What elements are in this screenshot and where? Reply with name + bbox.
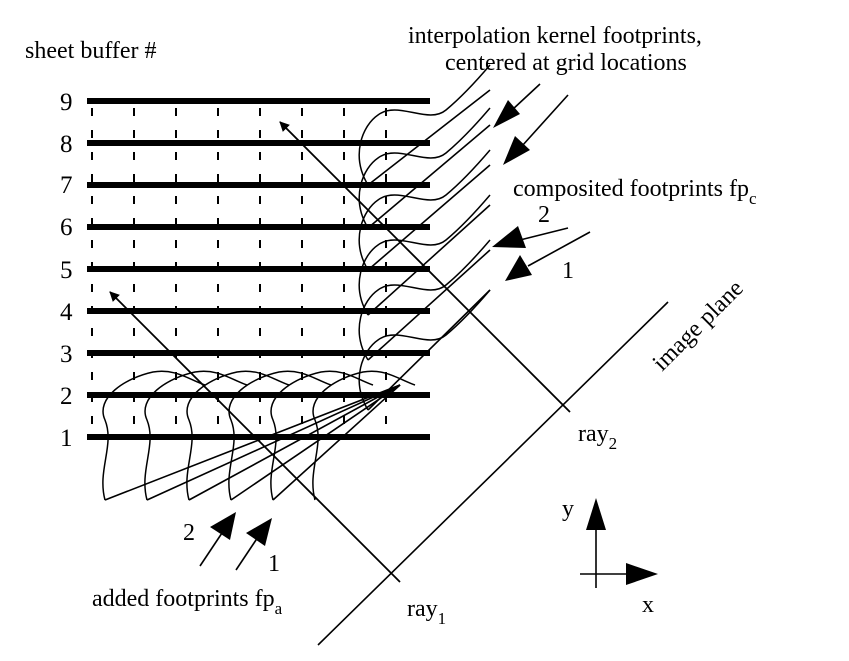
x-axis-label: x <box>642 592 654 618</box>
added-label-main: added footprints fp <box>92 586 275 612</box>
composited-num-2: 2 <box>538 202 550 228</box>
added-footprint-curve <box>102 370 206 501</box>
sheet-number-labels: 9 8 7 6 5 4 3 2 1 <box>60 89 73 452</box>
added-footprint-curve <box>228 370 332 501</box>
footprint-baseline <box>230 384 401 501</box>
ray1-label-sub: 1 <box>438 609 447 628</box>
ray1-label: ray1 <box>407 596 446 628</box>
sheet-lines <box>87 98 430 440</box>
kernel-arrow-head-2 <box>503 136 530 165</box>
footprint-baseline <box>367 249 491 361</box>
ray2-label: ray2 <box>578 421 617 453</box>
footprint-baseline <box>367 204 491 316</box>
kernel-arrows <box>493 83 569 165</box>
added-arrow-shaft-1 <box>235 536 259 571</box>
added-num-1: 1 <box>268 551 280 577</box>
kernel-arrow-head-1 <box>493 100 520 128</box>
kernel-arrow-shaft-1 <box>511 83 541 111</box>
ray2-line <box>279 121 571 413</box>
composited-arrow-head-2 <box>492 226 526 248</box>
ray2-label-main: ray <box>578 421 609 447</box>
sheet-buffer-title: sheet buffer # <box>25 38 157 64</box>
added-arrow-head-2 <box>210 512 236 540</box>
y-axis-arrow <box>586 498 606 530</box>
sheet-number-3: 3 <box>60 341 73 368</box>
kernel-footprint-curve <box>358 194 491 316</box>
image-plane-line <box>317 301 669 646</box>
composited-arrow-head-1 <box>505 255 532 281</box>
composited-arrow-shaft-2 <box>519 227 569 241</box>
footprint-baseline <box>367 164 491 271</box>
sheet-number-8: 8 <box>60 131 73 158</box>
kernel-label-line1: interpolation kernel footprints, <box>408 23 702 49</box>
y-axis-label: y <box>562 496 574 522</box>
ray1-label-main: ray <box>407 596 438 622</box>
added-footprint-curve <box>144 370 248 501</box>
added-arrow-shaft-2 <box>199 529 225 567</box>
added-arrow-head-1 <box>246 518 272 546</box>
kernel-footprint-curve <box>358 107 491 229</box>
kernel-footprint-curve <box>358 289 491 411</box>
added-footprint-curve <box>270 370 374 501</box>
composited-arrows <box>492 226 591 281</box>
footprint-baseline <box>367 289 491 411</box>
added-arrows <box>199 512 272 571</box>
footprint-baseline <box>104 384 401 501</box>
x-axis-arrow <box>626 563 658 585</box>
grid-dashed-lines <box>91 108 387 440</box>
added-label-sub: a <box>275 599 283 618</box>
axes: y x <box>562 496 658 618</box>
composited-arrow-shaft-1 <box>527 231 591 267</box>
added-footprint-curve <box>186 370 290 501</box>
sheet-number-5: 5 <box>60 257 73 284</box>
kernel-label-line2: centered at grid locations <box>445 50 687 76</box>
ray1-line <box>109 291 401 583</box>
added-num-2: 2 <box>183 520 195 546</box>
kernel-arrow-shaft-2 <box>521 94 569 147</box>
footprint-baseline <box>367 124 491 229</box>
composited-label-sub: c <box>749 189 757 208</box>
image-plane-label: image plane <box>648 275 749 376</box>
footprint-baseline <box>146 384 401 501</box>
footprint-baseline <box>367 89 491 186</box>
sheet-number-1: 1 <box>60 425 73 452</box>
footprint-baseline <box>272 384 401 501</box>
sheet-number-9: 9 <box>60 89 73 116</box>
added-label: added footprints fpa <box>92 586 283 618</box>
sheet-number-7: 7 <box>60 172 73 199</box>
sheet-number-2: 2 <box>60 383 73 410</box>
footprint-slant-lines <box>104 89 491 501</box>
composited-label: composited footprints fpc <box>513 176 757 208</box>
sheet-number-6: 6 <box>60 214 73 241</box>
added-footprint-curve <box>312 370 416 501</box>
composited-num-1: 1 <box>562 258 574 284</box>
kernel-footprint-curve <box>358 64 491 186</box>
composited-label-main: composited footprints fp <box>513 176 749 202</box>
footprint-curves <box>102 64 491 501</box>
ray2-label-sub: 2 <box>609 434 618 453</box>
sheet-number-4: 4 <box>60 299 73 326</box>
kernel-footprint-curve <box>358 149 491 271</box>
kernel-footprint-curve <box>358 239 491 361</box>
